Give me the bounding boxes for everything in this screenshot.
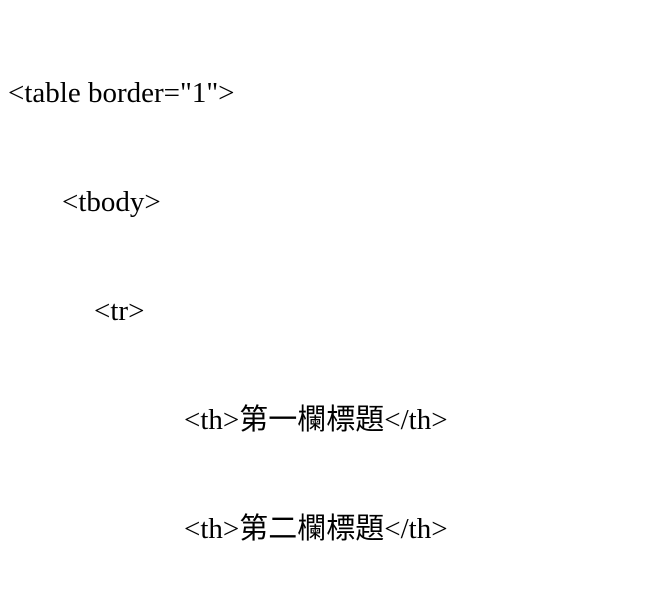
code-line: <tr> (94, 295, 145, 327)
code-line: <th>第二欄標題</th> (184, 513, 448, 545)
code-line: <table border="1"> (8, 77, 235, 109)
code-line: <tbody> (62, 186, 161, 218)
code-line: <th>第一欄標題</th> (184, 404, 448, 436)
code-snippet: <table border="1"> <tbody> <tr> <th>第一欄標… (0, 6, 646, 607)
